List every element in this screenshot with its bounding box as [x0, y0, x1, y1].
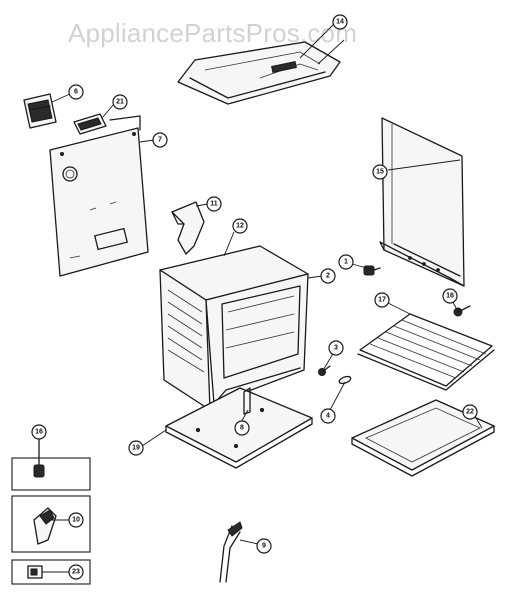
callout-6: 6 — [68, 84, 84, 100]
svg-text:19: 19 — [132, 445, 140, 452]
svg-text:4: 4 — [326, 413, 330, 420]
part-oven-body — [159, 245, 309, 419]
part-box-16 — [11, 439, 91, 491]
part-door-panel — [379, 117, 465, 287]
part-plate-21 — [73, 113, 107, 135]
svg-text:16: 16 — [446, 293, 454, 300]
callout-4: 4 — [320, 408, 336, 424]
watermark-text: AppliancePartsPros.com — [68, 18, 357, 48]
callout-12: 12 — [232, 218, 248, 234]
part-screw-16 — [453, 305, 471, 317]
part-clip-8 — [243, 387, 251, 415]
callout-16-right: 16 — [442, 288, 458, 304]
part-plug-1 — [363, 265, 381, 276]
callout-8: 8 — [234, 420, 250, 436]
leader-lines — [42, 23, 483, 573]
callout-22: 22 — [462, 404, 478, 420]
svg-text:8: 8 — [240, 425, 244, 432]
callout-1: 1 — [338, 254, 354, 270]
svg-text:21: 21 — [116, 99, 124, 106]
callout-7: 7 — [152, 132, 168, 148]
svg-text:7: 7 — [158, 137, 162, 144]
part-back-panel — [49, 115, 149, 277]
svg-text:9: 9 — [262, 543, 266, 550]
svg-text:10: 10 — [72, 517, 80, 524]
part-vent-duct — [171, 201, 205, 255]
part-box-23 — [11, 559, 91, 585]
callout-11: 11 — [206, 196, 222, 212]
part-pin-4 — [338, 375, 352, 385]
svg-text:15: 15 — [376, 169, 384, 176]
callout-16-box: 16 — [31, 424, 47, 440]
callout-2: 2 — [320, 268, 336, 284]
part-oven-rack — [357, 313, 495, 391]
callout-17: 17 — [374, 292, 390, 308]
callout-15: 15 — [372, 164, 388, 180]
part-broiler-pan — [351, 399, 495, 477]
callout-23: 23 — [68, 564, 84, 580]
svg-text:2: 2 — [326, 273, 330, 280]
svg-text:22: 22 — [466, 409, 474, 416]
part-top-cover — [177, 41, 341, 105]
svg-text:14: 14 — [336, 19, 344, 26]
callout-21: 21 — [112, 94, 128, 110]
callout-19: 19 — [128, 440, 144, 456]
callout-3: 3 — [328, 340, 344, 356]
part-box-10 — [11, 495, 91, 553]
callout-9: 9 — [256, 538, 272, 554]
part-wire-9 — [219, 521, 243, 583]
callout-10: 10 — [68, 512, 84, 528]
callout-14: 14 — [332, 14, 348, 30]
svg-text:11: 11 — [210, 201, 218, 208]
svg-text:1: 1 — [344, 259, 348, 266]
part-bracket-6 — [23, 93, 57, 129]
svg-text:3: 3 — [334, 345, 338, 352]
svg-text:17: 17 — [378, 297, 386, 304]
svg-text:6: 6 — [74, 89, 78, 96]
svg-text:23: 23 — [72, 569, 80, 576]
svg-text:12: 12 — [236, 223, 244, 230]
svg-text:16: 16 — [35, 429, 43, 436]
